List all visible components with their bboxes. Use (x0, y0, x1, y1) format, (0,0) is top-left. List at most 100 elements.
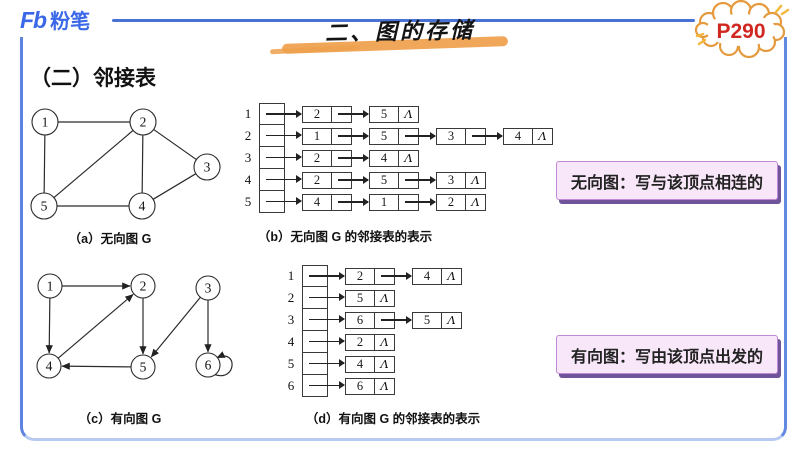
graph-node-label: 3 (204, 160, 211, 175)
pointer-arrow-icon (381, 270, 412, 282)
header-divider-line (112, 19, 695, 22)
node-pointer-cell (398, 171, 436, 189)
node-data-cell: 4 (369, 149, 399, 167)
pointer-arrow-icon (381, 314, 412, 326)
null-symbol: Λ (447, 269, 456, 283)
node-pointer-cell (331, 127, 369, 145)
node-data-cell: 3 (436, 171, 466, 189)
pointer-arrow-icon (338, 152, 369, 164)
graph-node (37, 273, 63, 299)
graph-node-label: 1 (47, 279, 54, 294)
vertex-label: 1 (287, 268, 295, 283)
null-symbol: Λ (538, 129, 547, 143)
vertex-label: 3 (287, 312, 295, 327)
vertex-label: 5 (287, 356, 295, 371)
pointer-arrow-icon (338, 108, 369, 120)
null-symbol: Λ (380, 291, 389, 305)
pointer-arrow-icon (338, 196, 369, 208)
node-pointer-cell (374, 267, 412, 285)
node-pointer-cell (374, 311, 412, 329)
node-data-cell: 2 (345, 267, 375, 285)
note-directed-rule: 有向图：写由该顶点出发的 (556, 335, 778, 374)
graph-node-label: 4 (139, 199, 146, 214)
head-pointer-cell (302, 287, 345, 309)
vertex-label: 3 (244, 150, 252, 165)
null-symbol: Λ (447, 313, 456, 327)
graph-node-label: 5 (140, 360, 147, 375)
node-pointer-cell (331, 105, 369, 123)
node-pointer-cell: Λ (441, 311, 462, 329)
edge (152, 172, 197, 201)
lesson-title: 二、图的存储 (324, 17, 476, 46)
pointer-arrow-icon (338, 130, 369, 142)
node-data-cell: 6 (345, 311, 375, 329)
page-number-badge: P290 (694, 0, 790, 59)
caption-undirected-graph: （a）无向图 G (68, 232, 152, 246)
vertex-label: 6 (287, 378, 295, 393)
pointer-arrow-icon (309, 291, 345, 303)
graph-node (30, 192, 58, 220)
node-pointer-cell: Λ (398, 149, 419, 167)
graph-node (36, 353, 62, 379)
node-pointer-cell (331, 149, 369, 167)
node-data-cell: 3 (436, 127, 466, 145)
node-pointer-cell: Λ (532, 127, 553, 145)
logo-fb-mark: Fb (20, 7, 47, 33)
null-symbol: Λ (471, 195, 480, 209)
graph-node (195, 352, 221, 378)
node-data-cell: 4 (412, 267, 442, 285)
graph-node-label: 4 (46, 359, 53, 374)
edge (43, 134, 46, 194)
head-pointer-cell (259, 191, 302, 213)
pointer-arrow-icon (338, 174, 369, 186)
page-number: P290 (716, 20, 765, 43)
head-pointer-cell (302, 331, 345, 353)
pointer-arrow-icon (472, 130, 503, 142)
pointer-arrow-icon (266, 108, 302, 120)
head-pointer-cell (302, 353, 345, 375)
logo-brand-name: 粉笔 (50, 11, 91, 33)
sparkle-icon (695, 4, 790, 46)
node-pointer-cell (465, 127, 503, 145)
list-node: 6 (345, 311, 412, 329)
graph-node-label: 2 (140, 279, 147, 294)
graph-node-label: 1 (42, 115, 49, 130)
node-data-cell: 6 (345, 377, 375, 395)
list-node: 1 (302, 127, 369, 145)
note-undirected-rule: 无向图：写与该顶点相连的 (556, 161, 778, 200)
node-pointer-cell: Λ (465, 193, 486, 211)
graph-node-label: 2 (140, 115, 147, 130)
node-pointer-cell: Λ (465, 171, 486, 189)
node-pointer-cell: Λ (374, 377, 395, 395)
section-subtitle: （二）邻接表 (30, 67, 156, 90)
node-pointer-cell: Λ (374, 333, 395, 351)
vertex-label: 1 (244, 106, 252, 121)
head-pointer-cell (259, 169, 302, 191)
null-symbol: Λ (380, 335, 389, 349)
head-pointer-cell (302, 375, 345, 397)
pointer-arrow-icon (405, 196, 436, 208)
node-data-cell: 2 (302, 105, 332, 123)
node-data-cell: 2 (436, 193, 466, 211)
node-data-cell: 1 (369, 193, 399, 211)
node-pointer-cell: Λ (441, 267, 462, 285)
node-pointer-cell (331, 193, 369, 211)
node-data-cell: 2 (345, 333, 375, 351)
pointer-arrow-icon (266, 173, 302, 185)
null-symbol: Λ (380, 379, 389, 393)
head-pointer-cell (302, 265, 345, 287)
